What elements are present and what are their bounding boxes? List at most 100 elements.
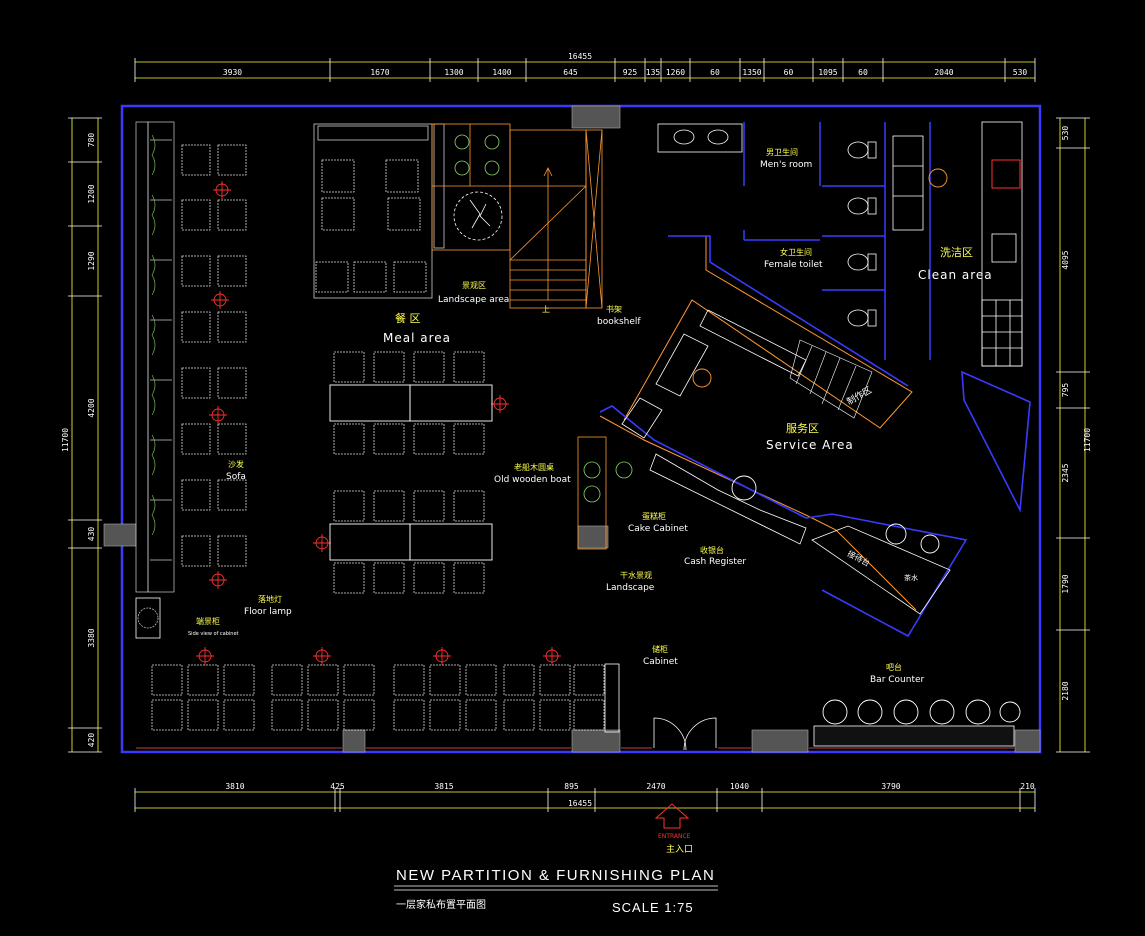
dim-right-3: 2345 <box>1061 463 1070 482</box>
dim-bottom-4: 2470 <box>646 782 665 791</box>
mens-room-en: Men's room <box>760 160 812 170</box>
cake-plants <box>583 461 633 503</box>
entrance-arrow <box>654 803 690 829</box>
plan-title: NEW PARTITION & FURNISHING PLAN <box>396 867 715 884</box>
left-sofa-wall <box>135 121 175 593</box>
bookshelf-cn: 书架 <box>606 304 622 314</box>
cash-register-en: Cash Register <box>684 557 746 567</box>
dim-left-total: 11700 <box>61 428 70 452</box>
cake-cabinet-cn: 蛋糕柜 <box>642 511 666 521</box>
cash-register-cn: 收银台 <box>700 545 724 555</box>
tea-label: 茶水 <box>904 573 918 582</box>
landscape-tree <box>453 191 503 241</box>
cake-cabinet-en: Cake Cabinet <box>628 524 688 534</box>
service-area-en: Service Area <box>766 438 854 452</box>
dim-bottom-0: 3810 <box>225 782 244 791</box>
stairs-up-label: 上 <box>542 305 550 314</box>
dim-left-6: 420 <box>87 733 96 748</box>
service-area-cn: 服务区 <box>786 422 819 435</box>
columns <box>103 105 1041 753</box>
sofa-en: Sofa <box>226 472 246 482</box>
clean-area-en: Clean area <box>918 268 993 282</box>
bar-stools <box>822 699 1021 725</box>
clean-area-fixtures <box>892 121 1023 367</box>
outer-wall <box>120 104 1042 754</box>
dim-right-5: 2180 <box>1061 681 1070 700</box>
dim-bottom-6: 3790 <box>881 782 900 791</box>
landscape-plants <box>454 134 500 176</box>
meal-area-en: Meal area <box>383 331 451 345</box>
stairs <box>509 129 603 309</box>
service-counter <box>621 309 951 615</box>
entrance-door <box>653 717 717 751</box>
cake-cabinet <box>577 436 607 550</box>
plan-subtitle: 一层家私布置平面图 <box>396 898 486 911</box>
landscape-area-en: Landscape area <box>438 295 509 305</box>
cashier-figures <box>731 475 940 554</box>
female-toilet-cn: 女卫生间 <box>780 247 812 257</box>
old-boat-cn: 老船木圆桌 <box>514 462 554 472</box>
dim-top-13: 2040 <box>934 68 953 77</box>
dim-top-total: 16455 <box>568 52 592 61</box>
dim-top-11: 1095 <box>818 68 837 77</box>
floor-lamp-cn: 落地灯 <box>258 594 282 604</box>
staff-figures <box>692 168 948 388</box>
cabinet-en: Cabinet <box>643 657 678 667</box>
landscape-en: Landscape <box>606 583 655 593</box>
stove <box>991 159 1021 189</box>
dim-top-4: 645 <box>563 68 578 77</box>
booth-seats <box>315 159 427 293</box>
booth-area <box>313 123 445 299</box>
landscape-area-cn: 景观区 <box>462 281 486 290</box>
meal-chairs <box>333 351 485 594</box>
bar-counter-en: Bar Counter <box>870 675 925 685</box>
bar-counter <box>813 725 1015 747</box>
green-plants-left <box>151 134 156 536</box>
dim-left-3: 4200 <box>87 398 96 417</box>
dim-top-9: 1350 <box>742 68 761 77</box>
dim-top-14: 530 <box>1013 68 1028 77</box>
dim-right-0: 530 <box>1061 126 1070 141</box>
mens-room-cn: 男卫生间 <box>766 147 798 157</box>
dim-top-6: 135 <box>646 68 661 77</box>
reception-label: 接待台 <box>846 548 872 568</box>
service-grid <box>789 339 873 419</box>
dim-right-2: 795 <box>1061 383 1070 398</box>
entrance-en: ENTRANCE <box>658 833 691 840</box>
service-area-outline <box>599 235 1031 638</box>
bar-counter-cn: 吧台 <box>886 662 902 672</box>
dim-bottom-2: 3815 <box>434 782 453 791</box>
dim-bottom-7: 210 <box>1020 782 1035 791</box>
floor-lamp-en: Floor lamp <box>244 607 292 617</box>
dimension-lines <box>71 61 1086 809</box>
dim-left-4: 430 <box>87 527 96 542</box>
sofa-chairs <box>181 144 247 567</box>
bottom-booths <box>151 664 605 731</box>
clean-area-cn: 洗洁区 <box>940 246 973 259</box>
dim-top-8: 60 <box>710 68 720 77</box>
restrooms <box>743 122 931 360</box>
floor-lamps <box>196 181 561 665</box>
dim-top-10: 60 <box>784 68 794 77</box>
dim-bottom-1: 425 <box>330 782 345 791</box>
dim-right-4: 1790 <box>1061 574 1070 593</box>
toilets <box>847 141 877 327</box>
plan-scale: SCALE 1:75 <box>612 900 694 915</box>
dim-left-0: 780 <box>87 133 96 148</box>
dim-bottom-5: 1040 <box>730 782 749 791</box>
dim-top-12: 60 <box>858 68 868 77</box>
dim-left-2: 1290 <box>87 251 96 270</box>
sofa-cn: 沙发 <box>228 459 244 469</box>
dim-left-5: 3380 <box>87 628 96 647</box>
dim-right-total: 11700 <box>1083 428 1092 452</box>
dim-top-0: 3930 <box>223 68 242 77</box>
dim-top-5: 925 <box>623 68 638 77</box>
dim-top-3: 1400 <box>492 68 511 77</box>
dim-left-1: 1200 <box>87 184 96 203</box>
dim-bottom-3: 895 <box>564 782 579 791</box>
female-toilet-en: Female toilet <box>764 260 823 270</box>
dim-bottom-total: 16455 <box>568 799 592 808</box>
dim-top-2: 1300 <box>444 68 463 77</box>
bookshelf-en: bookshelf <box>597 317 641 327</box>
